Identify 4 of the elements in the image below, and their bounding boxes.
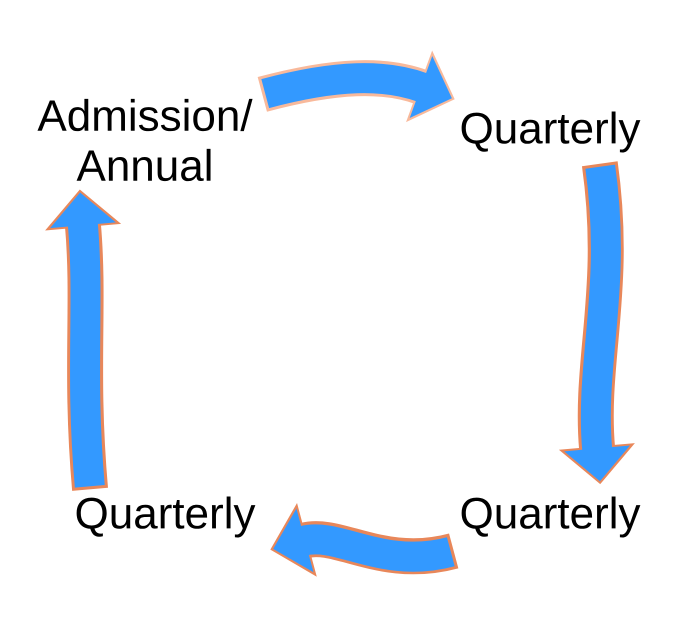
node-label: Admission/ Annual <box>37 98 253 182</box>
node-label: Quarterly <box>462 496 640 538</box>
node-label: Quarterly <box>76 496 256 538</box>
node-label: Quarterly <box>462 112 640 152</box>
